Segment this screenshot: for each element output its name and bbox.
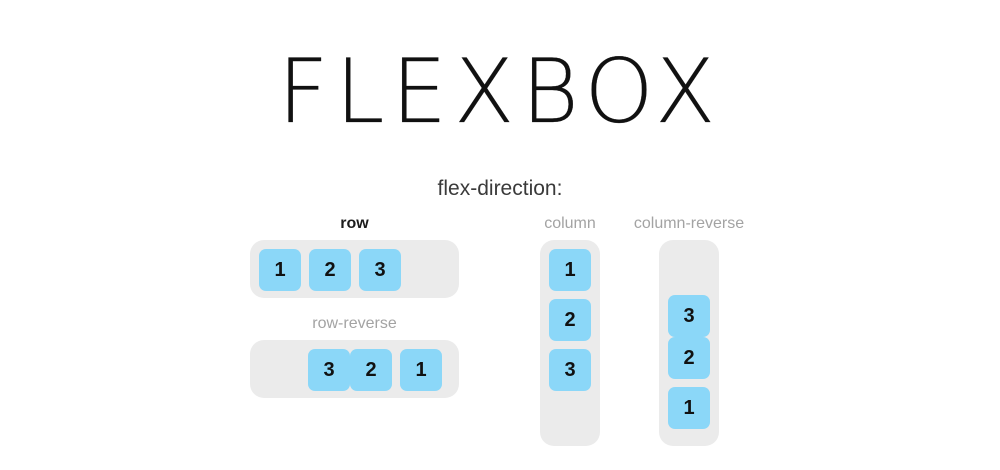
flex-item: 1 <box>259 249 301 291</box>
demo-label-column-reverse: column-reverse <box>633 215 745 232</box>
flex-item: 1 <box>400 349 442 391</box>
flex-container-row: 1 2 3 <box>250 240 459 298</box>
page-title: FLEXBOX <box>277 40 723 143</box>
flex-item: 1 <box>549 249 591 291</box>
demo-label-column: column <box>544 215 596 232</box>
flex-item: 3 <box>549 349 591 391</box>
flex-item: 3 <box>308 349 350 391</box>
flex-item: 3 <box>359 249 401 291</box>
demo-label-row: row <box>340 215 369 232</box>
flex-container-column: 1 2 3 <box>540 240 600 446</box>
flex-item: 2 <box>668 337 710 379</box>
flex-item: 1 <box>668 387 710 429</box>
flex-container-row-reverse: 1 2 3 <box>250 340 459 398</box>
flex-item: 3 <box>668 295 710 337</box>
flex-item: 2 <box>309 249 351 291</box>
demo-label-row-reverse: row-reverse <box>312 315 397 332</box>
flex-item: 2 <box>350 349 392 391</box>
flex-container-column-reverse: 1 2 3 <box>659 240 719 446</box>
subtitle-flex-direction: flex-direction: <box>437 177 563 200</box>
flex-item: 2 <box>549 299 591 341</box>
